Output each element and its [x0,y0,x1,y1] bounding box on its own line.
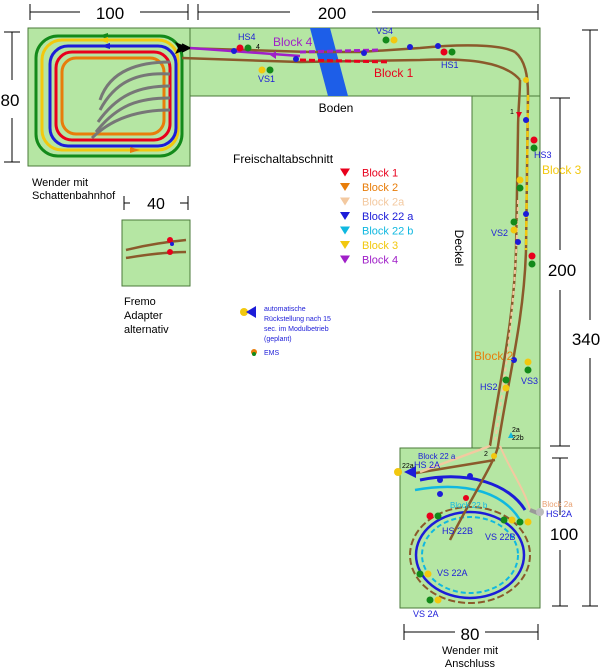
dimension-lines [4,4,598,640]
dim-left: 80 [1,91,20,110]
label-wender-top-1: Wender mit [32,177,88,189]
legend-marker-4 [340,226,350,235]
label-wender-bottom-1: Wender mit [442,645,498,657]
dim-total: 340 [572,330,600,349]
label-adapter-3: alternativ [124,324,169,336]
label-deckel: Deckel [452,230,466,267]
label-hs2: HS2 [480,382,498,392]
junction-arrow [175,42,190,54]
label-n4: 4 [256,44,260,51]
label-adapter-1: Fremo [124,296,156,308]
label-hs2a-right: HS 2A [546,509,572,519]
label-adapter-2: Adapter [124,310,163,322]
legend-marker-6 [340,255,350,264]
legend-label-2: Block 2a [362,197,405,209]
label-block2a: Block 2a [542,500,573,509]
legend-auto-return-1: automatische [264,306,306,313]
label-block4: Block 4 [273,35,313,49]
label-vs2a: VS 2A [413,609,439,619]
label-block22a: Block 22 a [418,452,456,461]
label-n1: 1 [510,109,514,116]
dim-adapter: 40 [147,196,165,213]
legend-label-4: Block 22 b [362,226,413,238]
legend-label-3: Block 22 a [362,211,414,223]
dim-top-left: 100 [96,4,124,23]
module-deckel [471,95,541,449]
legend-title: Freischaltabschnitt [233,152,334,166]
boden-signals [231,36,456,74]
auto-return-arrow-icon [246,306,256,318]
label-hs4: HS4 [238,32,256,42]
label-22a: 22a [402,463,414,470]
legend-auto-return-3: sec. im Modulbetrieb [264,326,329,333]
wender-top-arrows [98,33,140,153]
deckel-signals [502,77,538,392]
label-vs3: VS3 [521,376,538,386]
label-vs22b: VS 22B [485,532,516,542]
legend-label-0: Block 1 [362,168,398,180]
legend-label-6: Block 4 [362,255,398,267]
label-wender-top-2: Schattenbahnhof [32,190,116,202]
label-block1: Block 1 [374,66,414,80]
ems-icon-lower [252,352,256,356]
legend-auto-return-4: (geplant) [264,336,292,343]
dim-bottom-right: 100 [550,525,578,544]
legend-marker-5 [340,241,350,249]
legend-label-1: Block 2 [362,182,398,194]
legend-marker-0 [340,168,350,177]
adapter-signals [167,237,174,255]
label-hs3: HS3 [534,150,552,160]
dim-top-right: 200 [318,4,346,23]
dim-bottom: 80 [461,625,480,644]
legend-label-5: Block 3 [362,240,398,252]
boden-tracks [181,43,521,81]
label-vs1: VS1 [258,74,275,84]
dim-right: 200 [548,261,576,280]
label-wender-bottom-2: Anschluss [445,658,496,670]
auto-return-dot [240,308,248,316]
legend-ems: EMS [264,350,280,357]
label-vs2: VS2 [491,228,508,238]
legend-marker-2 [340,197,350,206]
deckel-tracks [488,51,530,447]
label-22b: 22b [512,435,524,442]
wender-bottom-tracks [409,444,541,604]
wender-top-tracks [34,34,184,158]
label-boden: Boden [319,101,354,115]
label-block22b: Block 22 b [450,501,488,510]
label-hs22b: HS 22B [442,526,473,536]
legend: Freischaltabschnitt Block 1 Block 2 Block … [233,152,414,357]
legend-marker-3 [340,212,350,220]
legend-auto-return-2: Rückstellung nach 15 [264,316,331,323]
legend-marker-1 [340,183,350,191]
label-n2: 2 [484,451,488,458]
label-vs4: VS4 [376,26,393,36]
label-hs1: HS1 [441,60,459,70]
label-block2: Block 2 [474,349,514,363]
label-hs2a-left: HS 2A [414,460,440,470]
label-vs22a: VS 22A [437,568,468,578]
label-block3: Block 3 [542,163,582,177]
label-2a: 2a [512,427,520,434]
wender-bottom-signals [394,432,544,604]
adapter-tracks [125,238,187,260]
